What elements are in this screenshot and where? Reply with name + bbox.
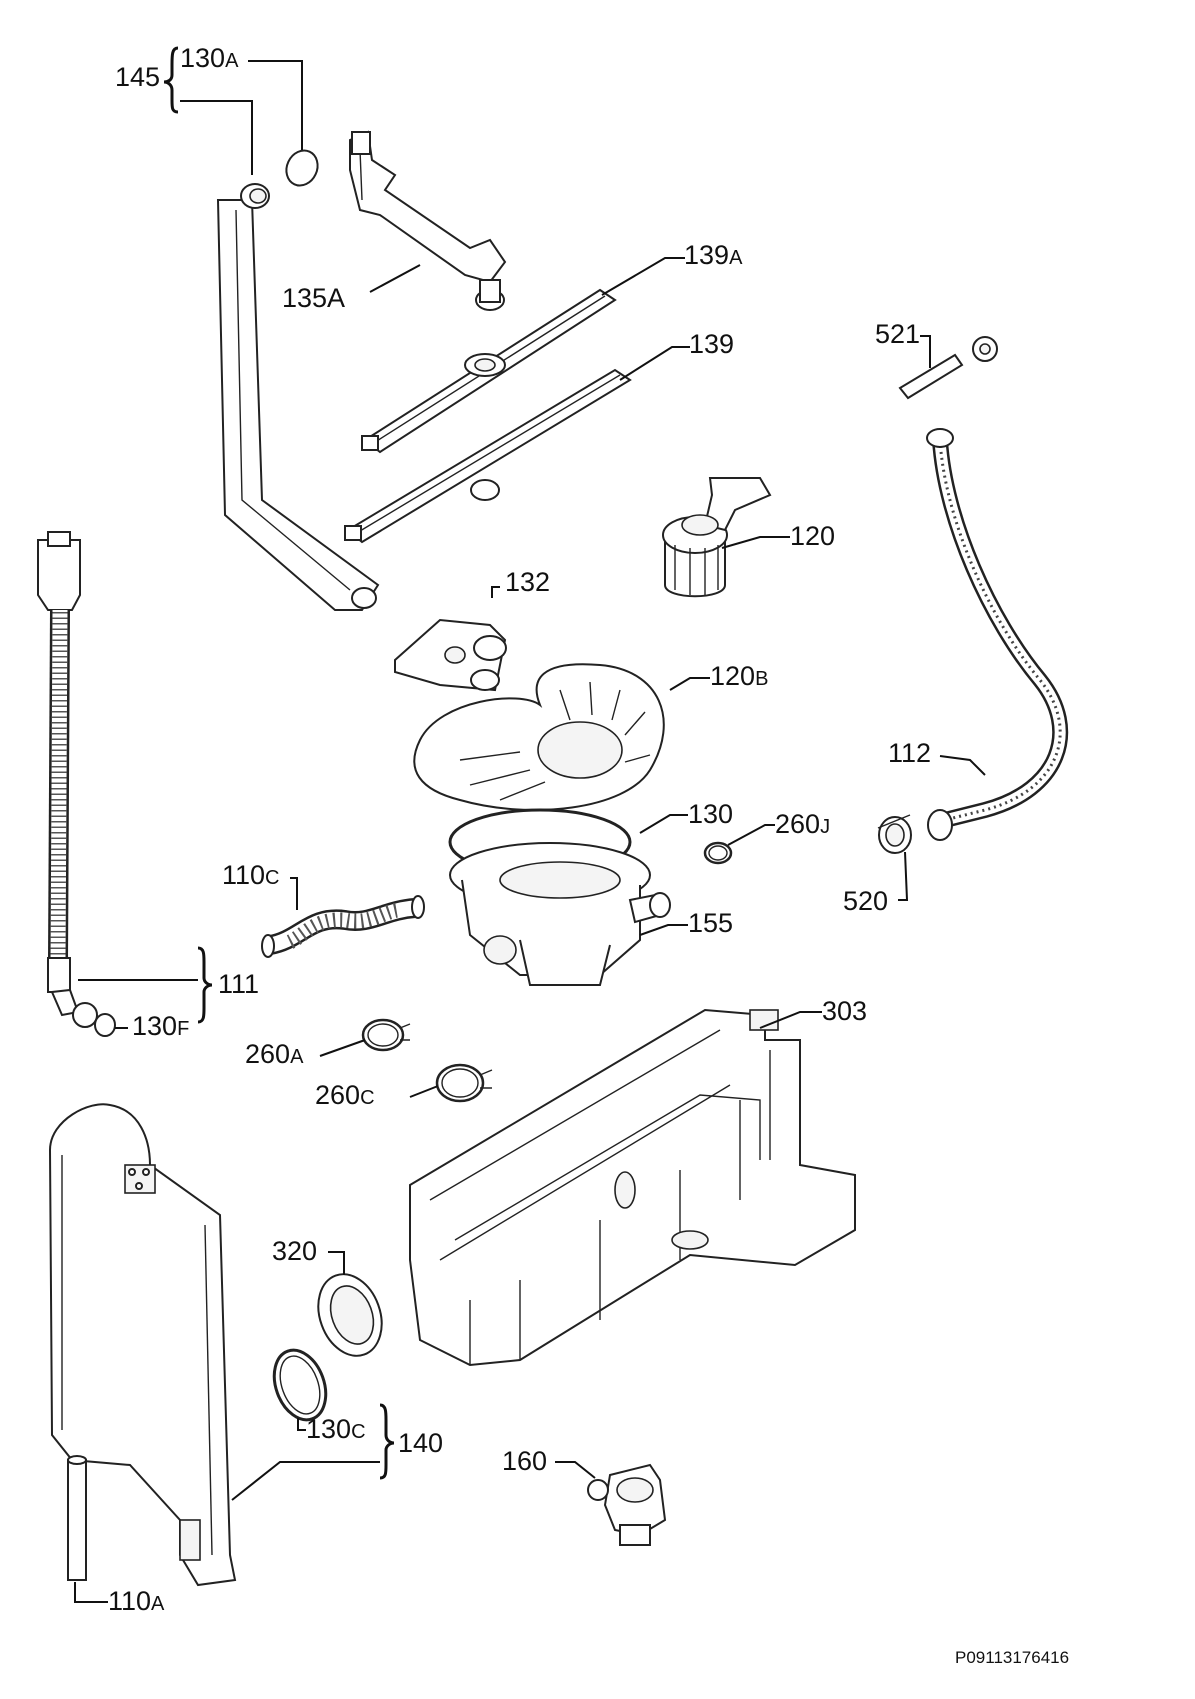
label-111: 111: [218, 969, 259, 999]
connector-520-drawing: [877, 814, 912, 854]
label-110c: 110C: [222, 860, 280, 890]
clamp-260a-drawing: [361, 1018, 411, 1052]
label-130: 130: [688, 799, 733, 829]
filter-plate-120b-drawing: [413, 663, 665, 811]
ring-130c-drawing: [272, 1348, 328, 1422]
label-139: 139: [689, 329, 734, 359]
spray-arm-bracket-drawing: [349, 130, 507, 311]
filter-120-drawing: [662, 477, 772, 598]
o-ring-130a-drawing: [285, 149, 319, 187]
label-160: 160: [502, 1446, 547, 1476]
label-130f: 130F: [132, 1011, 189, 1041]
label-139a: 139A: [684, 240, 743, 270]
label-132: 132: [505, 567, 550, 597]
part-labels: 145 130A 135A 139A 139 521 120 132 120B …: [108, 43, 1069, 1667]
lower-spray-arm-drawing: [344, 368, 632, 544]
clamp-260c-drawing: [435, 1063, 493, 1103]
label-120b: 120B: [710, 661, 768, 691]
side-panel-140-drawing: [48, 1103, 237, 1587]
label-140: 140: [398, 1428, 443, 1458]
sump-155-drawing: [449, 842, 671, 986]
circulation-pipe-drawing: [216, 183, 380, 611]
label-303: 303: [822, 996, 867, 1026]
clamp-260j-drawing: [703, 841, 733, 865]
label-130a: 130A: [180, 43, 239, 73]
tube-110a-drawing: [67, 1455, 87, 1581]
diagram-code: P09113176416: [955, 1648, 1069, 1667]
hose-110c-drawing: [261, 895, 425, 958]
label-320: 320: [272, 1236, 317, 1266]
key-521-drawing: [898, 336, 998, 400]
label-155: 155: [688, 908, 733, 938]
label-260c: 260C: [315, 1080, 375, 1110]
inlet-hose-111-drawing: [37, 531, 98, 1028]
label-260j: 260J: [775, 809, 830, 839]
label-130c: 130C: [306, 1414, 366, 1444]
upper-spray-arm-drawing: [361, 288, 617, 454]
label-520: 520: [843, 886, 888, 916]
pump-160-drawing: [587, 1463, 667, 1546]
label-135a: 135A: [282, 283, 345, 313]
label-110a: 110A: [108, 1586, 165, 1616]
base-tub-303-drawing: [409, 1008, 856, 1367]
label-521: 521: [875, 319, 920, 349]
leader-lines: [74, 46, 986, 1603]
drain-hose-drawing: [926, 428, 1069, 841]
valve-132-drawing: [394, 618, 507, 692]
seal-320-drawing: [317, 1273, 383, 1357]
label-260a: 260A: [245, 1039, 304, 1069]
label-145: 145: [115, 62, 160, 92]
label-112: 112: [888, 738, 931, 768]
seal-130f-drawing: [94, 1013, 116, 1037]
label-120: 120: [790, 521, 835, 551]
